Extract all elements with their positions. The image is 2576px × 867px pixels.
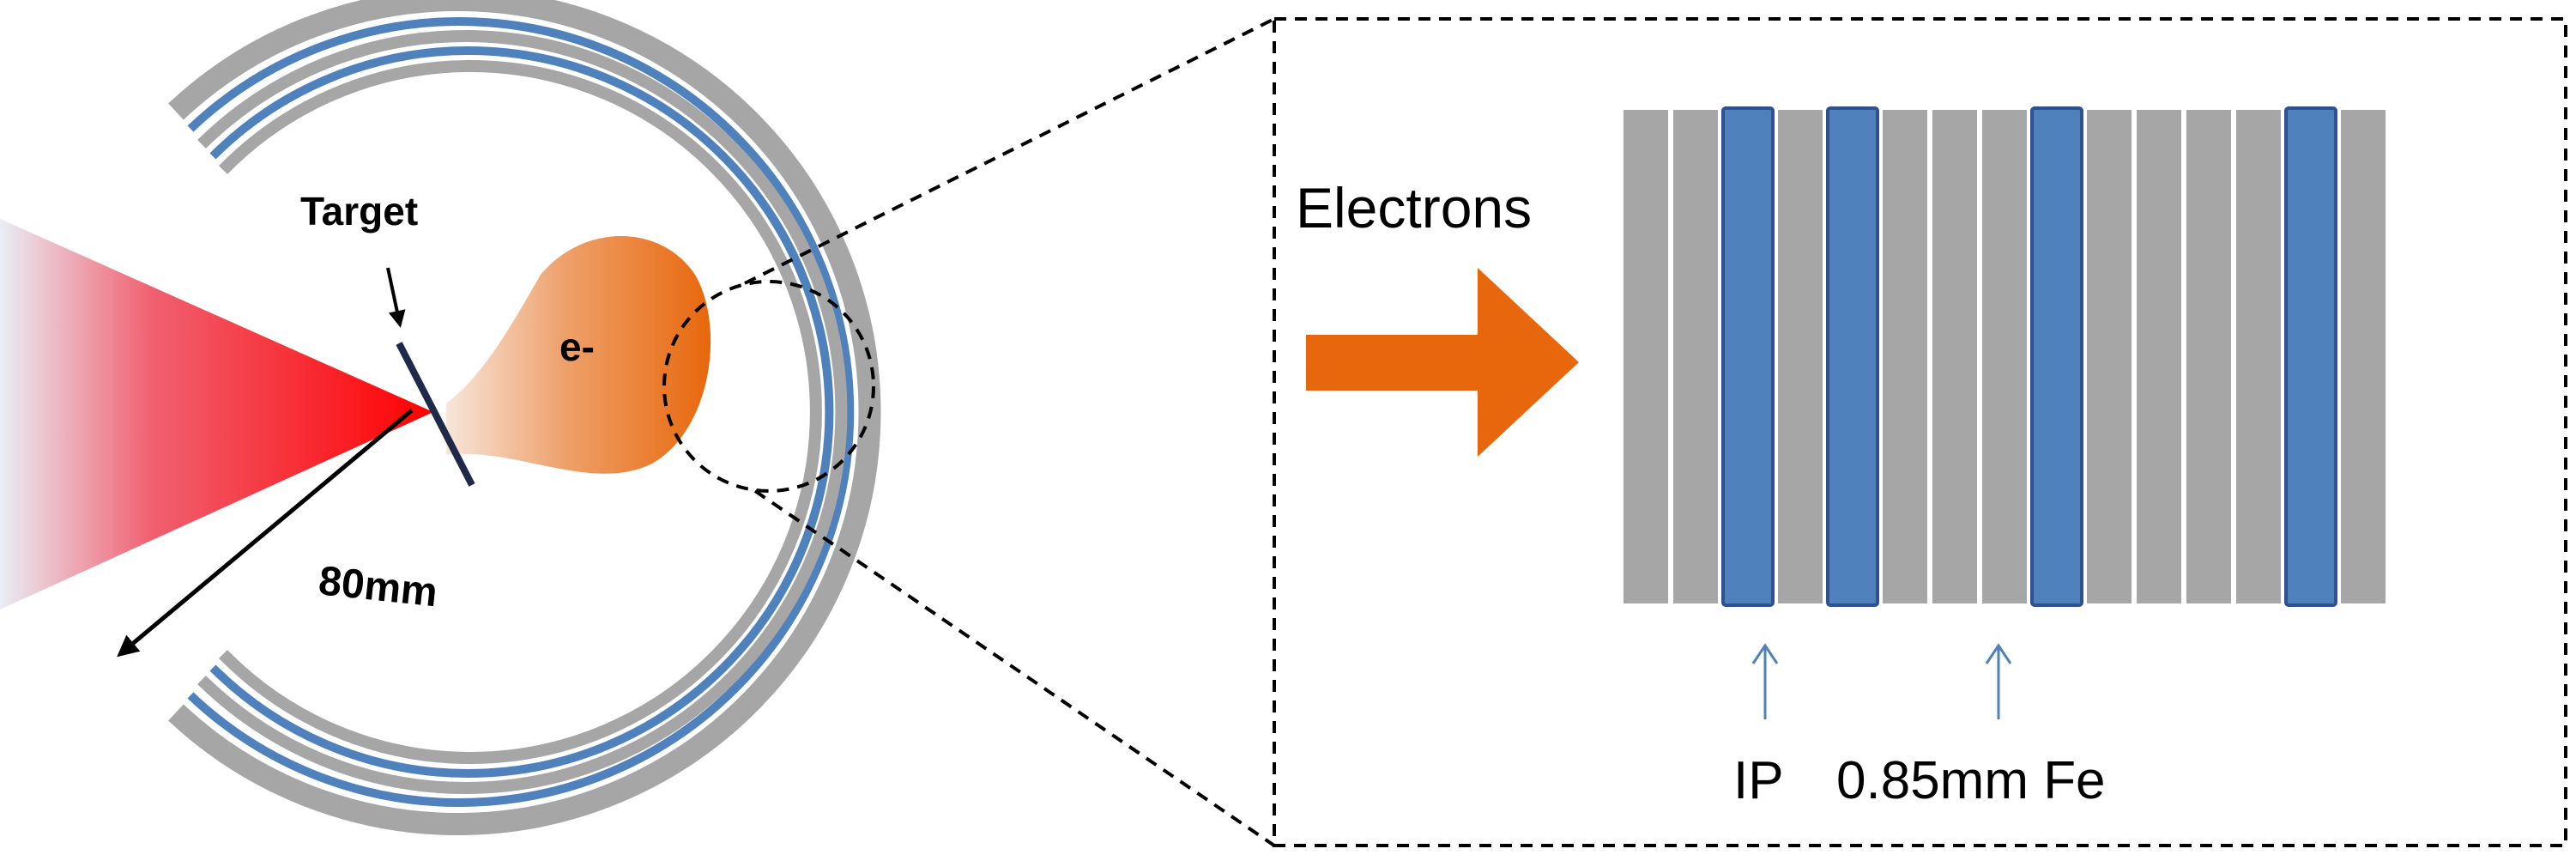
arc-layer-ip-2: [209, 46, 834, 778]
arc-layer-fe-2: [197, 30, 848, 794]
stack-layer-fe: [2236, 110, 2281, 603]
stack-layer-ip: [2284, 106, 2337, 607]
ip-indicator: [1751, 643, 1779, 719]
stack-layer-fe: [1778, 110, 1823, 603]
fe-layer-label: 0.85mm Fe: [1836, 751, 2106, 810]
stack-layer-fe: [1932, 110, 1977, 603]
stack-layer-fe: [2087, 110, 2132, 603]
fe-indicator: [1985, 643, 2012, 719]
stack-layer-fe: [1883, 110, 1927, 603]
target-foil: [396, 342, 475, 487]
stack-layer-ip: [1721, 106, 1775, 607]
electrons-arrow: [1306, 268, 1579, 457]
stack-layer-fe: [1624, 110, 1668, 603]
stack-layer-fe: [1673, 110, 1718, 603]
laser-beam: [0, 219, 433, 609]
zoom-line-bottom: [753, 489, 1276, 847]
zoom-circle: [662, 280, 875, 493]
electron-symbol-label: e-: [559, 324, 595, 369]
zoom-line-top: [744, 17, 1275, 285]
stack-layer-fe: [2186, 110, 2231, 603]
radius-arrow: [117, 409, 414, 658]
target-label: Target: [300, 189, 418, 233]
ip-label: IP: [1733, 751, 1784, 810]
electron-cloud: [446, 236, 711, 474]
stack-layer-fe: [2341, 110, 2386, 603]
arc-layer-ip-1: [187, 17, 855, 807]
stack-layer-ip: [2030, 106, 2083, 607]
radius-label: 80mm: [317, 558, 440, 615]
arc-layer-fe-3: [219, 60, 822, 764]
detector-stack: [1624, 106, 2386, 607]
stack-layer-fe: [1982, 110, 2027, 603]
stack-layer-ip: [1826, 106, 1879, 607]
target-pointer-arrow: [386, 267, 406, 328]
electrons-label: Electrons: [1296, 176, 1532, 239]
stack-layer-fe: [2137, 110, 2181, 603]
inset-box: [1273, 17, 2567, 847]
